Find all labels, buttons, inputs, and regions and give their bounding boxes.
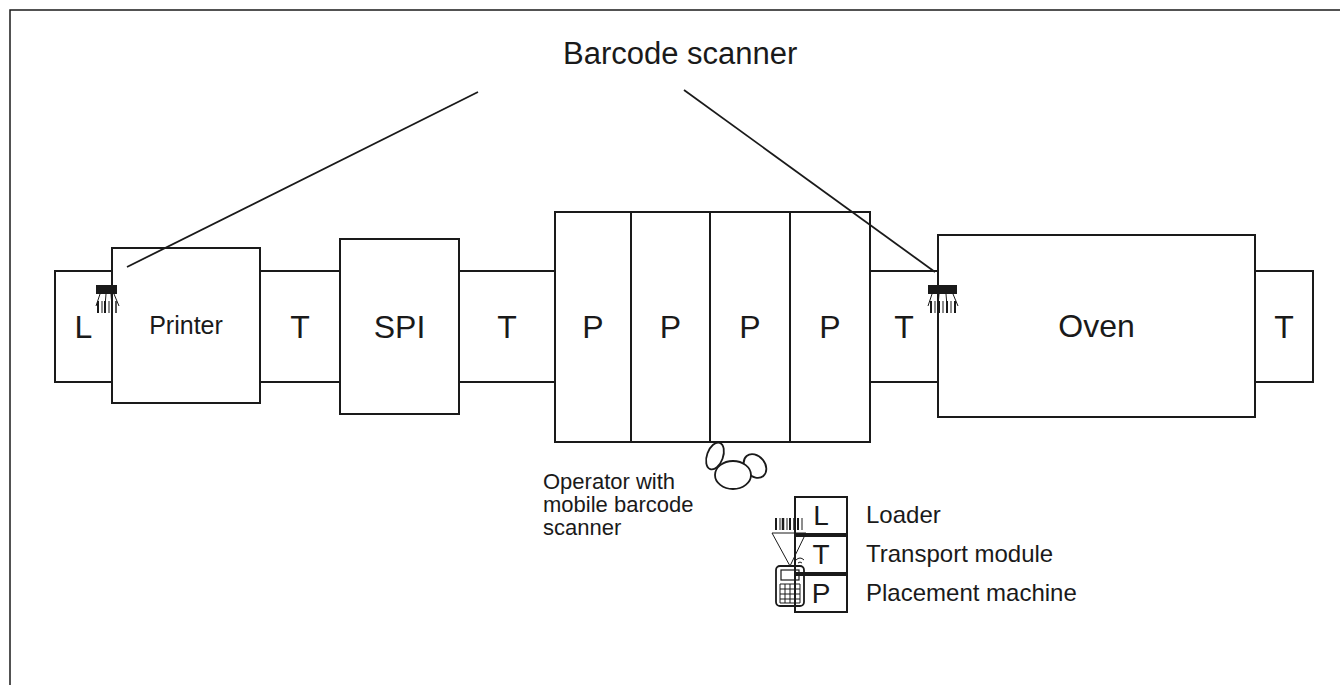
leader-lines: [127, 90, 935, 272]
machine-box: T: [869, 270, 939, 383]
scanner-head: [96, 285, 117, 294]
box-label: P: [739, 311, 760, 343]
legend-text: Placement machine: [866, 581, 1077, 605]
scan-rays: [772, 533, 806, 566]
box-label: L: [813, 502, 829, 530]
barcode: [776, 518, 802, 530]
wireless-symbol: [796, 558, 804, 563]
barcode-scanner-icon: [96, 285, 119, 313]
box-label: T: [894, 311, 914, 343]
machine-box: P: [630, 211, 711, 443]
box-label: T: [1274, 311, 1294, 343]
machine-box: P: [554, 211, 632, 443]
barcode: [931, 301, 955, 313]
box-label: P: [660, 311, 681, 343]
legend-box: L: [794, 496, 848, 535]
leader-line: [127, 92, 478, 267]
operator-label: Operator with mobile barcode scanner: [543, 470, 718, 539]
machine-box: P: [709, 211, 791, 443]
operator-head: [715, 461, 751, 489]
legend-text: Loader: [866, 503, 941, 527]
box-label: Printer: [149, 313, 223, 338]
operator-figure: [703, 440, 771, 489]
legend-box: T: [794, 535, 848, 574]
box-label: T: [497, 311, 517, 343]
box-label: P: [819, 311, 840, 343]
machine-box: SPI: [339, 238, 460, 415]
legend-box: P: [794, 574, 848, 613]
box-label: T: [812, 541, 829, 569]
leader-line: [684, 90, 935, 272]
machine-box: Oven: [937, 234, 1256, 418]
scanner-head: [928, 285, 957, 294]
box-label: Oven: [1058, 310, 1134, 342]
box-label: P: [812, 580, 831, 608]
scanner-body: [776, 566, 804, 606]
callout-label: Barcode scanner: [563, 38, 797, 71]
barcode: [98, 301, 116, 313]
machine-box: P: [789, 211, 871, 443]
box-label: T: [290, 311, 310, 343]
machine-box: T: [1254, 270, 1314, 383]
machine-box: L: [54, 270, 113, 383]
machine-box: T: [458, 270, 556, 383]
mobile-scanner-icon: [772, 518, 806, 606]
frame: [10, 10, 1340, 685]
box-label: SPI: [374, 311, 426, 343]
box-label: P: [582, 311, 603, 343]
barcode-scanner-icon: [928, 285, 958, 313]
machine-box: T: [259, 270, 341, 383]
machine-box: Printer: [111, 247, 261, 404]
box-label: L: [75, 311, 93, 343]
legend-text: Transport module: [866, 542, 1053, 566]
scanner-keypad: [780, 584, 800, 603]
